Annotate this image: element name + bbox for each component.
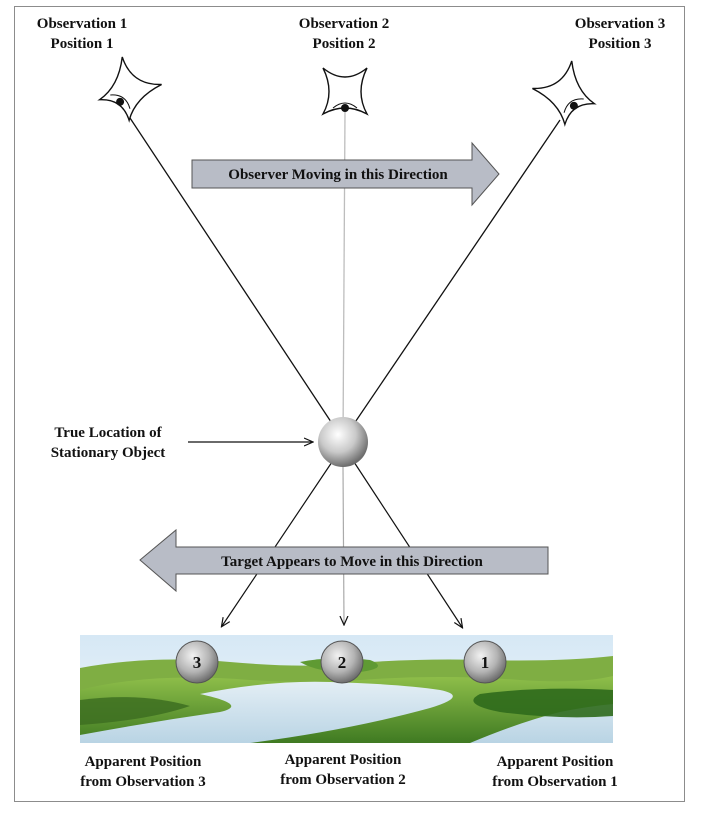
observer-label-2: Observation 2 Position 2	[284, 14, 404, 54]
apparent-2-line2: from Observation 2	[280, 772, 406, 788]
observer-direction-arrow: Observer Moving in this Direction	[191, 141, 500, 207]
apparent-1-line1: Apparent Position	[496, 754, 614, 770]
target-direction-arrow: Target Appears to Move in this Direction	[139, 528, 549, 593]
apparent-1-line2: from Observation 1	[492, 774, 618, 790]
apparent-label-3: Apparent Position from Observation 3	[58, 752, 228, 792]
observer-2-line2: Position 2	[312, 36, 376, 52]
apparent-2-line1: Apparent Position	[284, 752, 402, 768]
target-direction-label: Target Appears to Move in this Direction	[221, 554, 483, 570]
eye-icon-1	[97, 56, 162, 123]
object-label: True Location of Stationary Object	[28, 423, 188, 463]
observer-1-line2: Position 1	[50, 36, 114, 52]
observer-direction-label: Observer Moving in this Direction	[228, 167, 448, 183]
eye-icon-3	[532, 60, 597, 127]
observer-2-line1: Observation 2	[298, 16, 390, 32]
apparent-label-1: Apparent Position from Observation 1	[470, 752, 640, 792]
object-label-line2: Stationary Object	[50, 445, 166, 461]
object-label-line1: True Location of	[54, 425, 162, 441]
projection-line-1	[353, 461, 462, 627]
marker-2: 2	[320, 640, 364, 684]
marker-1-label: 1	[481, 653, 490, 672]
observer-3-line1: Observation 3	[574, 16, 666, 32]
observer-label-3: Observation 3 Position 3	[560, 14, 680, 54]
marker-3-label: 3	[193, 653, 202, 672]
observer-1-line1: Observation 1	[36, 16, 128, 32]
marker-1: 1	[463, 640, 507, 684]
observer-label-1: Observation 1 Position 1	[22, 14, 142, 54]
sight-line-3	[342, 119, 561, 441]
apparent-3-line1: Apparent Position	[84, 754, 202, 770]
apparent-label-2: Apparent Position from Observation 2	[258, 750, 428, 790]
marker-2-label: 2	[338, 653, 347, 672]
marker-3: 3	[175, 640, 219, 684]
projection-line-2	[343, 465, 344, 624]
sight-line-1	[129, 117, 344, 441]
eye-icon-2	[321, 67, 369, 116]
apparent-3-line2: from Observation 3	[80, 774, 206, 790]
diagram-frame	[14, 6, 685, 802]
projection-line-3	[222, 461, 333, 626]
stationary-object	[318, 417, 368, 467]
observer-3-line2: Position 3	[588, 36, 652, 52]
